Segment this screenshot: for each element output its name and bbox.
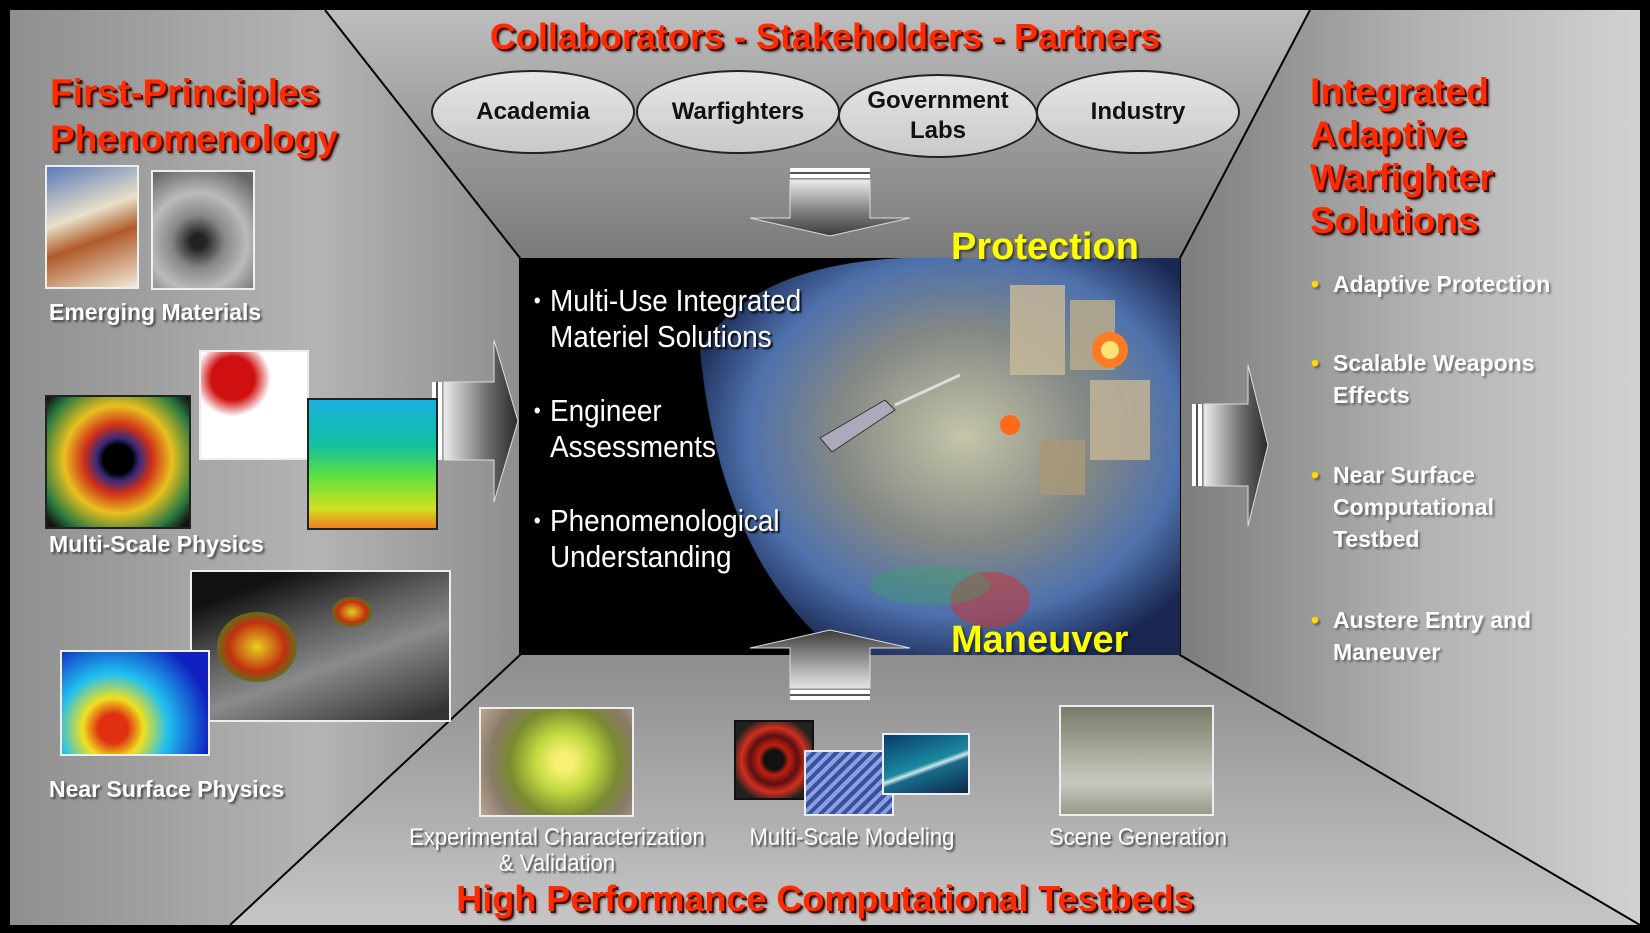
bullet-line: Maneuver xyxy=(1333,639,1441,665)
partner-label: Warfighters xyxy=(671,98,805,125)
partner-academia: Academia xyxy=(431,70,635,154)
right-title-line: Solutions xyxy=(1310,200,1479,241)
multi-scale-modeling-image-1 xyxy=(734,720,814,800)
testbeds-title: High Performance Computational Testbeds xyxy=(456,878,1194,919)
bullet-line: Scalable Weapons xyxy=(1333,350,1535,376)
bullet-line: Near Surface xyxy=(1333,462,1475,488)
label-near-surface-physics: Near Surface Physics xyxy=(49,776,285,802)
bullet-line: Assessments xyxy=(550,429,716,464)
testbed-label-line: Multi-Scale Modeling xyxy=(749,824,955,851)
left-title-line: First-Principles xyxy=(50,72,320,113)
center-bullet: • Engineer Assessments xyxy=(534,393,856,465)
partner-warfighters: Warfighters xyxy=(636,70,840,154)
testbed-label-line: & Validation xyxy=(498,850,616,877)
partner-label: Government Labs xyxy=(867,87,1009,144)
testbed-scene-generation-label: Scene Generation xyxy=(1028,825,1249,851)
center-bullet: • Phenomenological Understanding xyxy=(534,503,856,575)
bullet-line: Adaptive Protection xyxy=(1333,271,1551,297)
testbed-label-line: Experimental Characterization xyxy=(409,824,705,851)
bullet-line: Multi-Use Integrated xyxy=(550,283,802,318)
right-title-line: Adaptive xyxy=(1310,114,1467,155)
bullet-line: Materiel Solutions xyxy=(550,319,772,354)
right-bullet-adaptive-protection: • Adaptive Protection xyxy=(1311,268,1551,300)
center-bullets: • Multi-Use Integrated Materiel Solution… xyxy=(534,283,890,575)
experimental-characterization-image xyxy=(479,707,634,817)
left-title: First-Principles Phenomenology xyxy=(50,70,338,162)
testbed-label-line: Scene Generation xyxy=(1049,824,1227,851)
right-bullet-near-surface: • Near Surface Computational Testbed xyxy=(1311,459,1494,555)
bullet-line: Computational xyxy=(1333,494,1494,520)
maneuver-label: Maneuver xyxy=(951,619,1129,661)
emerging-materials-image-2 xyxy=(151,170,255,290)
near-surface-physics-image-1 xyxy=(190,570,451,722)
multi-scale-modeling-image-3 xyxy=(882,733,970,795)
scene-generation-image xyxy=(1059,705,1214,816)
right-title: Integrated Adaptive Warfighter Solutions xyxy=(1310,70,1494,242)
emerging-materials-image-1 xyxy=(45,165,139,289)
right-right-arrow xyxy=(1192,364,1269,527)
right-title-line: Warfighter xyxy=(1310,157,1494,198)
near-surface-physics-image-2 xyxy=(60,650,210,756)
testbed-multi-scale-label: Multi-Scale Modeling xyxy=(732,825,971,851)
bullet-line: Phenomenological xyxy=(550,503,780,538)
partner-industry: Industry xyxy=(1036,70,1240,154)
multi-scale-physics-image-2 xyxy=(199,350,309,460)
multi-scale-physics-image-3 xyxy=(307,398,438,530)
down-arrow xyxy=(749,168,911,237)
bullet-line: Testbed xyxy=(1333,526,1420,552)
up-arrow xyxy=(749,629,911,700)
right-bullet-scalable-weapons: • Scalable Weapons Effects xyxy=(1311,347,1535,411)
partner-label: Industry xyxy=(1090,98,1186,125)
label-multi-scale-physics: Multi-Scale Physics xyxy=(49,531,264,557)
center-globe-graphic xyxy=(700,257,1180,655)
multi-scale-physics-image-1 xyxy=(45,395,191,529)
label-emerging-materials: Emerging Materials xyxy=(49,299,262,325)
multi-scale-modeling-image-2 xyxy=(804,750,894,816)
bullet-line: Engineer xyxy=(550,393,662,428)
left-title-line: Phenomenology xyxy=(50,118,338,159)
collaborators-title: Collaborators - Stakeholders - Partners xyxy=(489,16,1161,57)
partner-government-labs: Government Labs xyxy=(838,74,1038,158)
testbed-experimental-label: Experimental Characterization & Validati… xyxy=(396,825,718,877)
protection-label: Protection xyxy=(951,226,1139,268)
bullet-line: Effects xyxy=(1333,382,1410,408)
center-bullet: • Multi-Use Integrated Materiel Solution… xyxy=(534,283,856,355)
right-bullet-austere-entry: • Austere Entry and Maneuver xyxy=(1311,604,1532,668)
partner-label: Academia xyxy=(476,98,590,125)
bullet-line: Understanding xyxy=(550,539,732,574)
right-title-line: Integrated xyxy=(1310,71,1489,112)
bullet-line: Austere Entry and xyxy=(1333,607,1532,633)
